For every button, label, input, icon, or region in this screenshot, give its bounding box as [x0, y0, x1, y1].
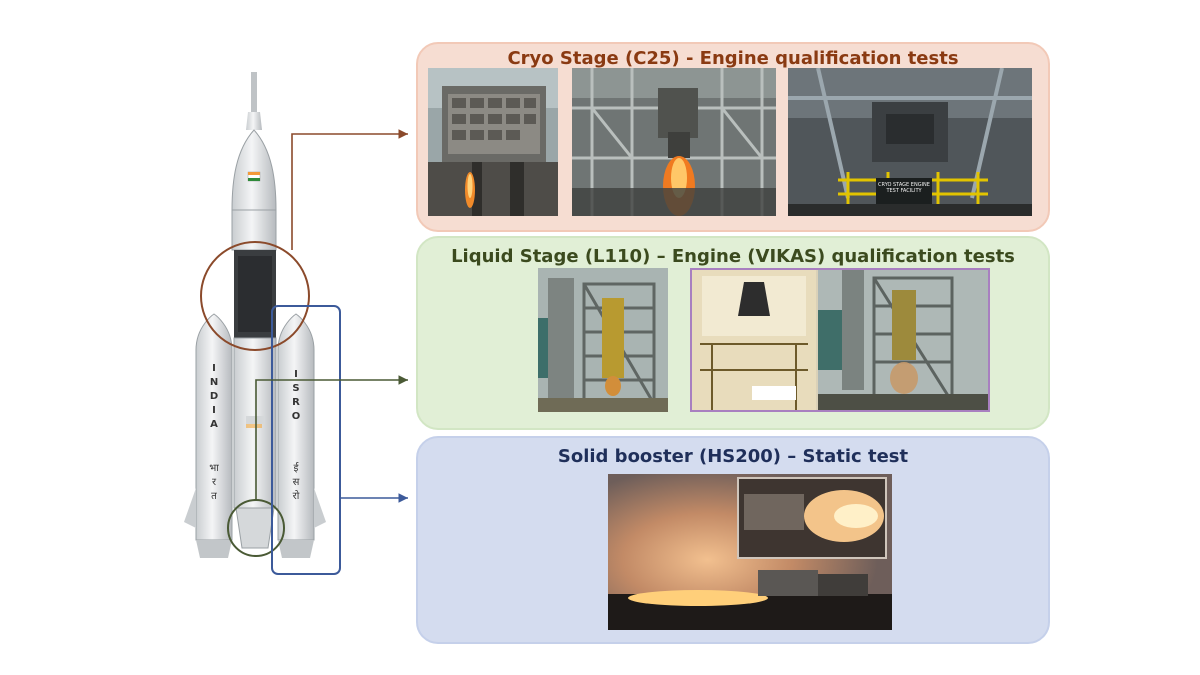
solid-booster-title: Solid booster (HS200) – Static test: [557, 446, 909, 467]
liquid-stage-title: Liquid Stage (L110) – Engine (VIKAS) qua…: [451, 246, 1015, 267]
solid-booster-test-photo: [608, 474, 892, 630]
left-booster: [184, 313, 233, 558]
crew-module: [231, 129, 277, 211]
cryo-test-photo-3: CRYO STAGE ENGINE TEST FACILITY: [788, 68, 1032, 216]
escape-tower: [246, 72, 262, 130]
cryo-test-photo-1: [428, 68, 558, 216]
cryo-facility-sign: CRYO STAGE ENGINE TEST FACILITY: [878, 182, 930, 194]
cryo-connector-arrow: [291, 129, 408, 250]
liquid-connector-arrow: [255, 375, 408, 500]
liquid-test-photo-1: [538, 268, 668, 412]
solid-highlight-box: [271, 305, 341, 575]
liquid-test-photo-2: [690, 268, 990, 412]
cryo-stage-title: Cryo Stage (C25) - Engine qualification …: [507, 48, 959, 69]
cryo-test-photo-2: [572, 68, 776, 216]
cryo-highlight-circle: [200, 241, 310, 351]
right-booster: [277, 313, 326, 558]
